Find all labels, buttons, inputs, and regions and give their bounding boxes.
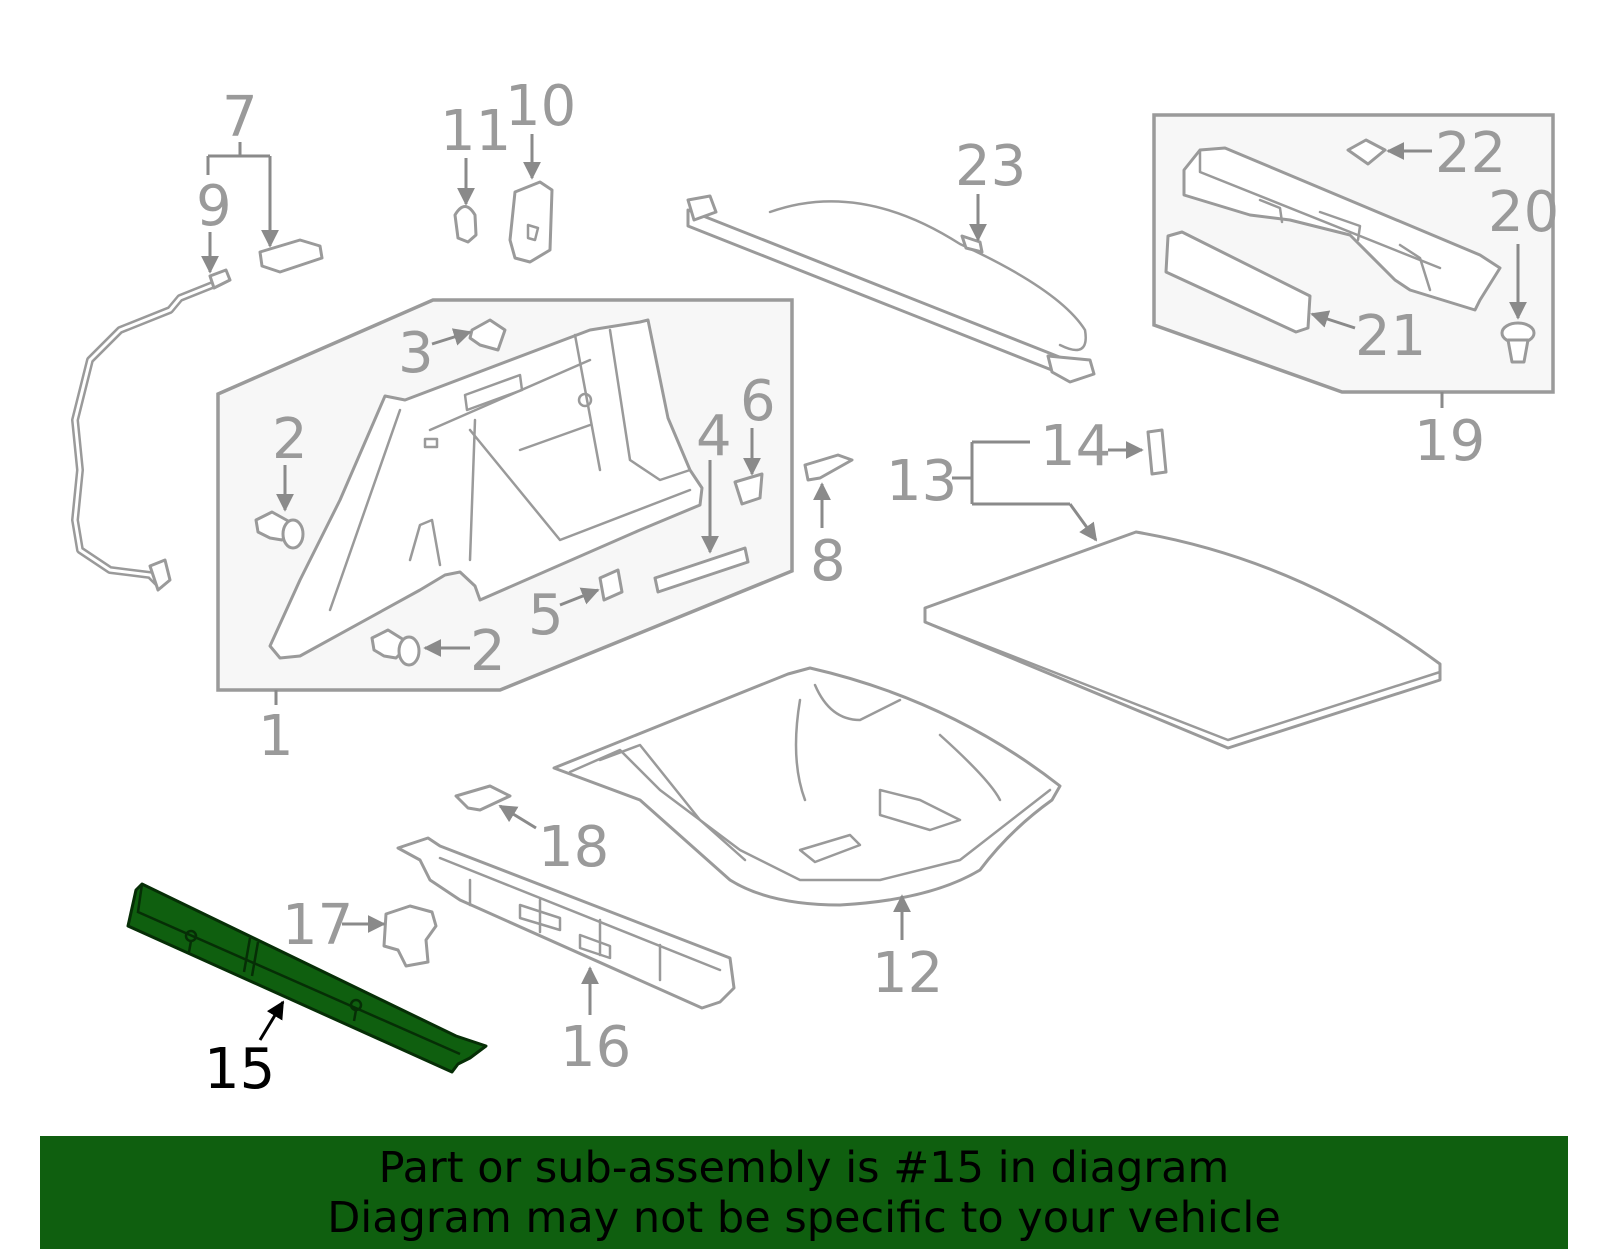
info-banner: Part or sub-assembly is #15 in diagram D… — [40, 1136, 1568, 1249]
callout-19: 19 — [1414, 409, 1485, 474]
part-2-clip-upper — [254, 510, 305, 550]
part-4-strip — [653, 546, 750, 594]
callout-7: 7 — [222, 85, 258, 150]
part-23-tonneau-cover — [686, 194, 1096, 384]
callout-1: 1 — [258, 704, 294, 769]
callout-12: 12 — [872, 941, 943, 1006]
part-8-clip — [803, 453, 854, 482]
callout-2-lower: 2 — [470, 619, 506, 684]
callout-5: 5 — [528, 583, 564, 648]
part-21-strip — [1164, 230, 1312, 334]
callout-6: 6 — [740, 369, 776, 434]
part-5-clip — [598, 568, 624, 602]
callout-2-upper: 2 — [272, 407, 308, 472]
part-15-highlighted-lining[interactable] — [126, 882, 488, 1074]
part-16-rear-panel-lining — [396, 836, 736, 1010]
part-19-back-panel-trim — [1182, 146, 1502, 312]
callout-21: 21 — [1355, 304, 1426, 369]
callout-10: 10 — [505, 74, 576, 139]
callout-17: 17 — [282, 893, 353, 958]
part-18-pad — [454, 784, 512, 812]
part-13-floor-board — [923, 530, 1442, 750]
part-9-wire-harness — [71, 278, 224, 589]
part-1-quarter-trim-panel — [268, 318, 704, 660]
part-22-clip — [1346, 138, 1387, 166]
callout-11: 11 — [440, 99, 511, 164]
part-14-clip — [1146, 428, 1168, 476]
part-7-connector — [258, 238, 324, 274]
part-17-bracket — [382, 904, 438, 968]
callout-18: 18 — [538, 815, 609, 880]
banner-line-disclaimer: Diagram may not be specific to your vehi… — [327, 1192, 1281, 1243]
part-2-clip-lower — [370, 628, 421, 667]
callout-13: 13 — [886, 449, 957, 514]
callout-23: 23 — [955, 134, 1026, 199]
callout-8: 8 — [810, 529, 846, 594]
part-6-clip — [733, 472, 764, 506]
part-12-trunk-floor — [552, 666, 1062, 907]
callout-15: 15 — [204, 1037, 275, 1102]
part-20-push-clip — [1500, 321, 1536, 364]
banner-line-part: Part or sub-assembly is #15 in diagram — [378, 1142, 1230, 1193]
callout-20: 20 — [1488, 180, 1559, 245]
callout-9: 9 — [196, 174, 232, 239]
callout-16: 16 — [560, 1015, 631, 1080]
callout-4: 4 — [696, 404, 732, 469]
callout-3: 3 — [398, 321, 434, 386]
callout-22: 22 — [1435, 121, 1506, 186]
callout-14: 14 — [1040, 414, 1111, 479]
part-11-bulb — [453, 205, 478, 244]
part-10-cover — [508, 180, 554, 264]
